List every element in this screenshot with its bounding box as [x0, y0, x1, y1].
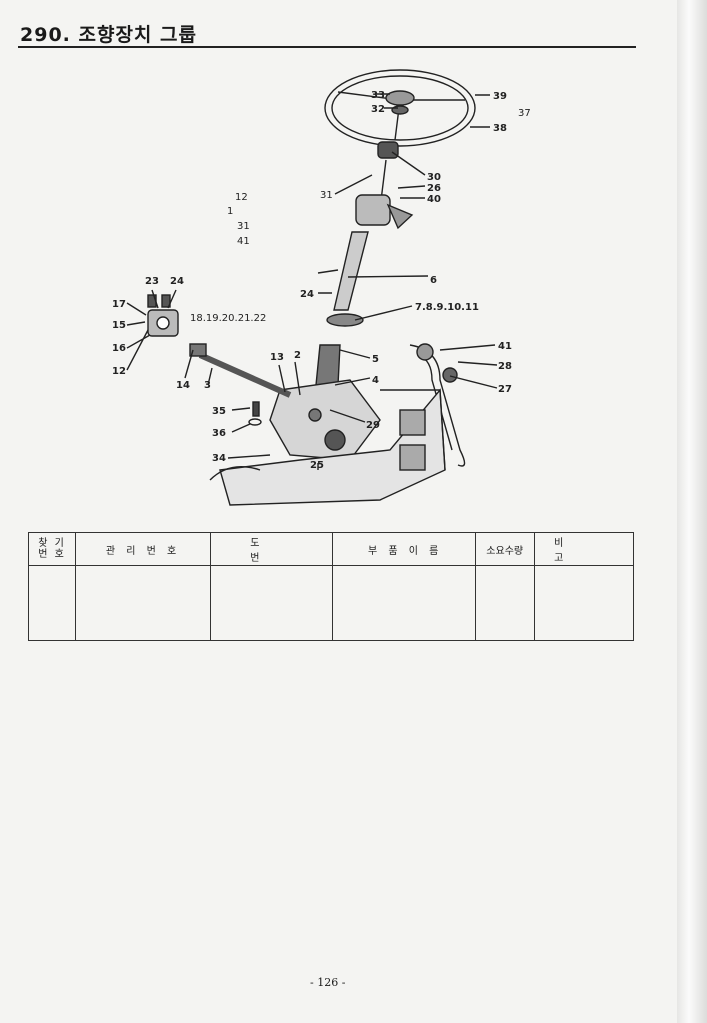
- callout-34: 34: [212, 453, 226, 464]
- callout-38: 38: [493, 123, 507, 134]
- cell-empty: [474, 565, 535, 641]
- callout-6: 6: [430, 275, 437, 286]
- callout-13: 13: [270, 352, 284, 363]
- callout-25: 25: [310, 460, 324, 471]
- callout-40: 40: [427, 194, 441, 205]
- cell-empty: [210, 565, 333, 641]
- callout-33: 33: [371, 90, 385, 101]
- table-header-row: 찾 기 번 호 관 리 번 호 도 번 부 품 이 름 소요수량 비 고: [27, 532, 635, 566]
- callout-16: 16: [112, 343, 126, 354]
- steering-assembly-diagram: 33 32 39 37 38 30 26 40 31 12 1 31 41 23…: [112, 69, 531, 506]
- callout-41-kit: 41: [237, 236, 250, 247]
- callout-26: 26: [427, 183, 441, 194]
- callout-32: 32: [371, 104, 385, 115]
- callout-31-kit: 31: [237, 221, 250, 232]
- table-row-empty: [27, 565, 635, 641]
- header-mgmt-no: 관 리 번 호: [75, 532, 212, 566]
- callout-30: 30: [427, 172, 441, 183]
- callout-17: 17: [112, 299, 126, 310]
- callout-29: 29: [366, 420, 380, 431]
- page-number: - 126 -: [310, 976, 346, 989]
- cell-empty: [331, 565, 476, 641]
- page-edge: [677, 0, 707, 1023]
- cell-empty: [533, 565, 635, 641]
- callout-3: 3: [204, 380, 211, 391]
- callout-28: 28: [498, 361, 512, 372]
- cell-empty: [75, 565, 212, 641]
- callout-12-kit: 12: [235, 192, 248, 203]
- header-part-name: 부 품 이 름: [331, 532, 476, 566]
- callout-37: 37: [518, 108, 531, 119]
- callout-24-left: 24: [170, 276, 184, 287]
- callout-36: 36: [212, 428, 226, 439]
- callout-1: 1: [227, 206, 233, 217]
- callout-14: 14: [176, 380, 190, 391]
- callout-12: 12: [112, 366, 126, 377]
- callout-15: 15: [112, 320, 126, 331]
- header-note: 비 고: [533, 532, 635, 566]
- title-rule: [18, 46, 636, 48]
- header-find-no: 찾 기 번 호: [27, 532, 77, 566]
- callout-31: 31: [320, 190, 333, 201]
- callout-24: 24: [300, 289, 314, 300]
- callout-7-11: 7.8.9.10.11: [415, 302, 479, 313]
- callout-2: 2: [294, 350, 301, 361]
- callout-27: 27: [498, 384, 512, 395]
- callout-41: 41: [498, 341, 512, 352]
- callout-18-22: 18.19.20.21.22: [190, 313, 266, 324]
- header-qty: 소요수량: [474, 532, 535, 566]
- callout-5: 5: [372, 354, 379, 365]
- cell-empty: [27, 565, 77, 641]
- callout-23-left: 23: [145, 276, 159, 287]
- callout-35: 35: [212, 406, 226, 417]
- callout-4: 4: [372, 375, 379, 386]
- parts-table: 찾 기 번 호 관 리 번 호 도 번 부 품 이 름 소요수량 비 고: [27, 532, 635, 641]
- callout-39: 39: [493, 91, 507, 102]
- header-drawing-no: 도 번: [210, 532, 333, 566]
- page-title: 290. 조향장치 그룹: [20, 24, 197, 46]
